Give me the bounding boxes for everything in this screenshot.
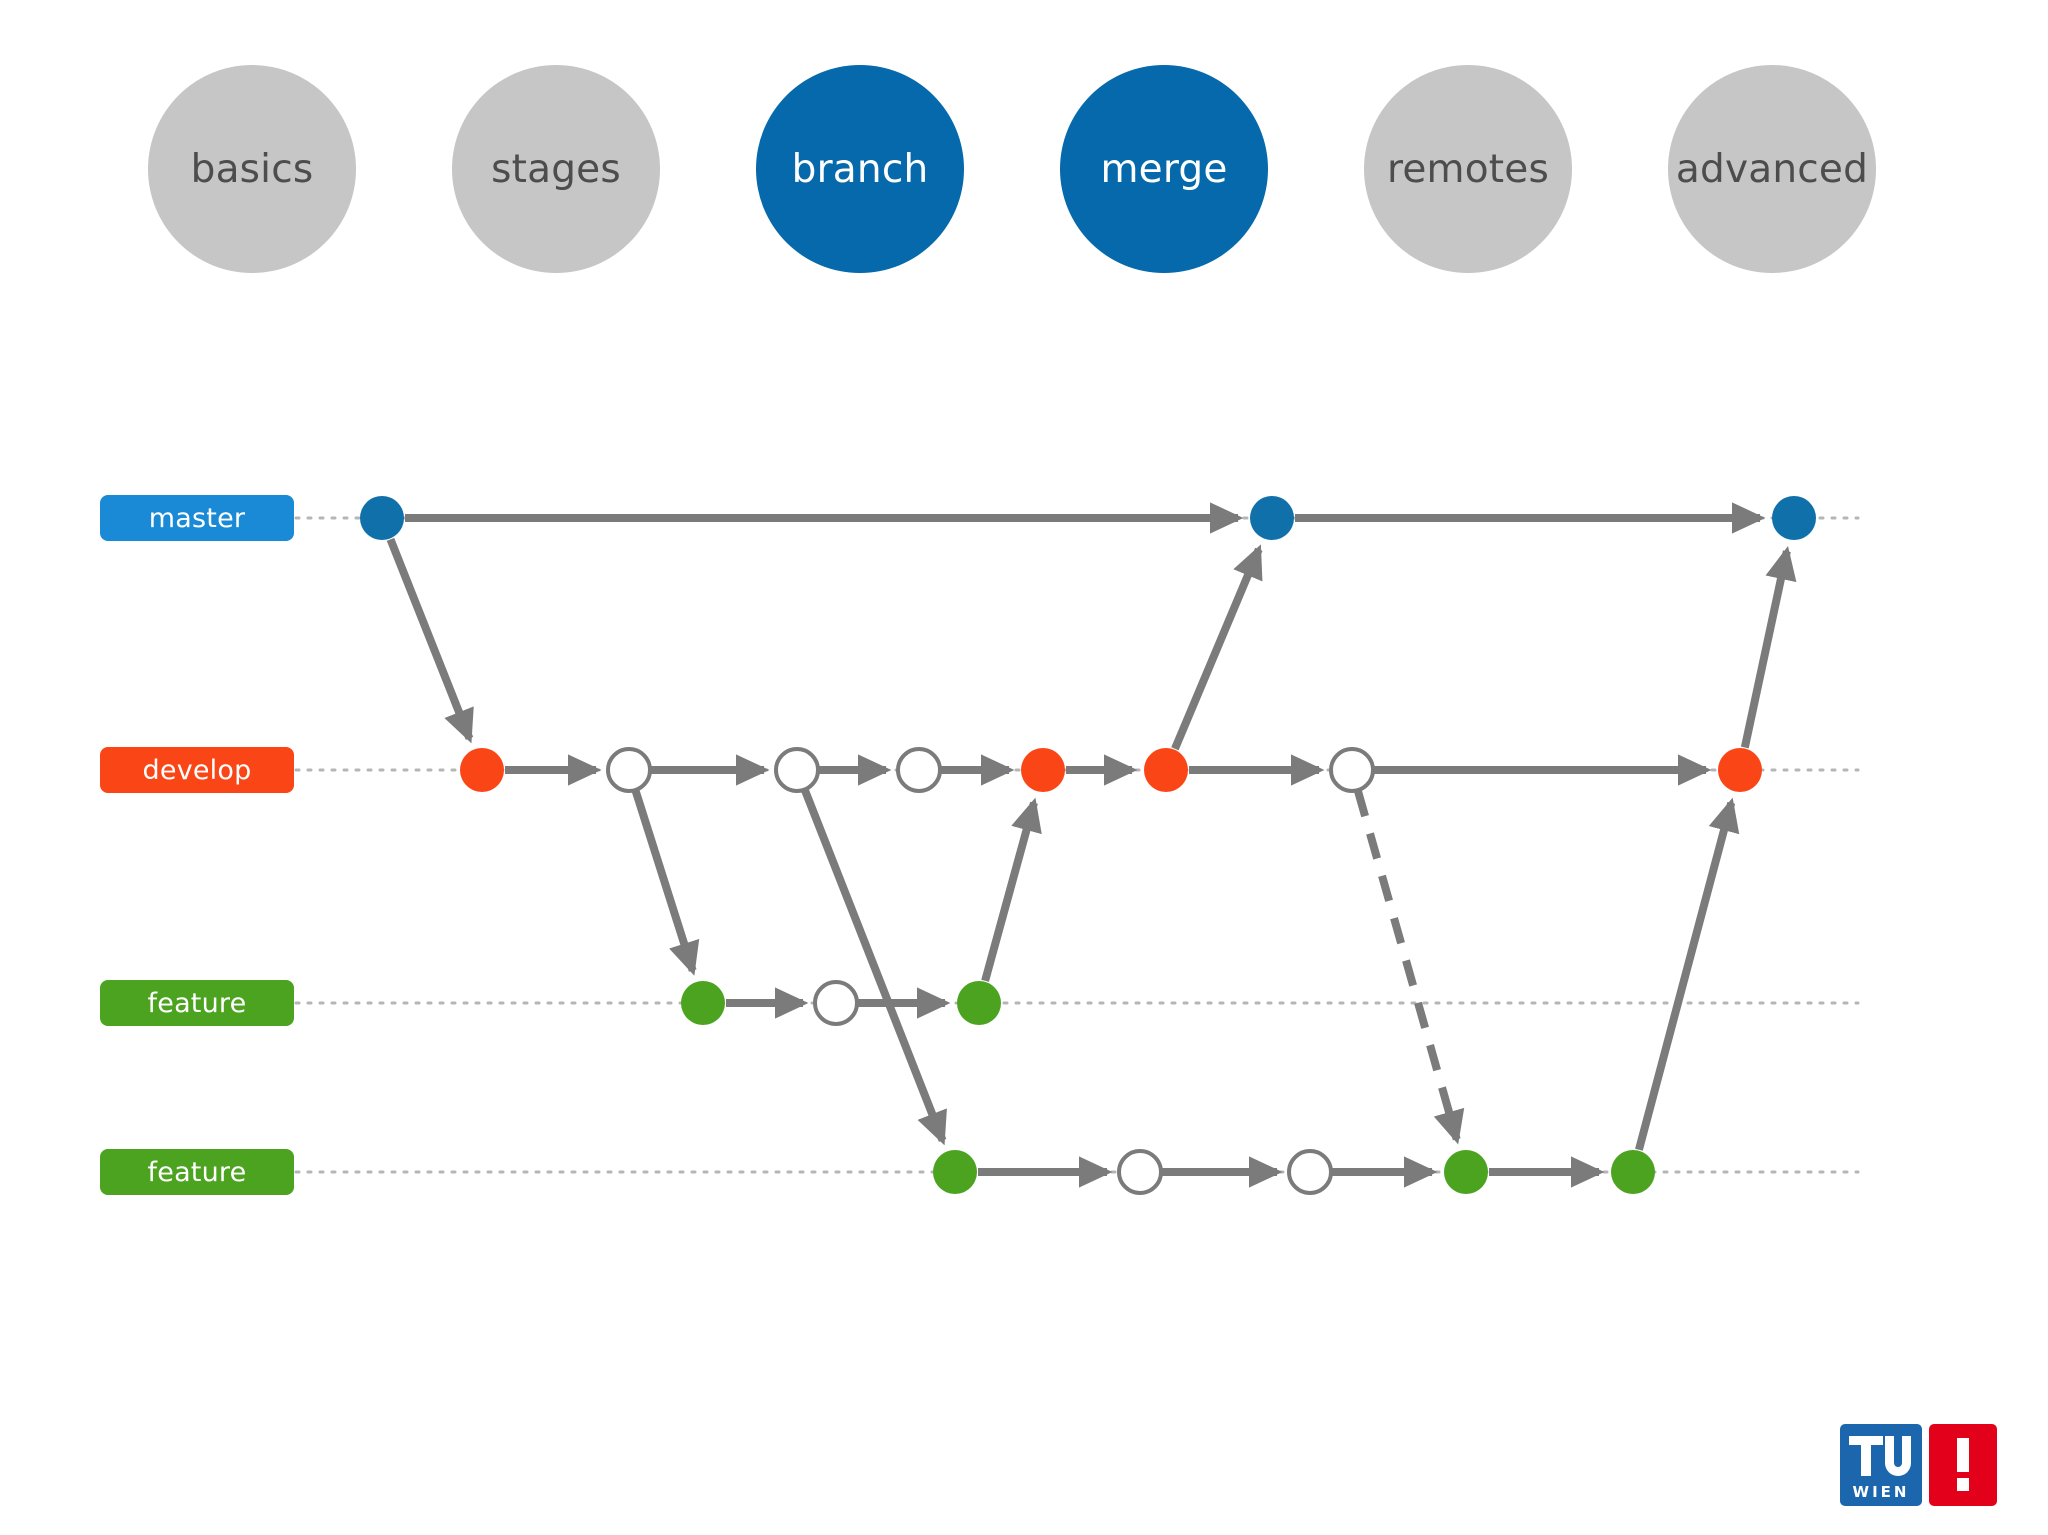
commit-node-f2a[interactable] bbox=[933, 1150, 977, 1194]
branch-pill-feature2[interactable]: feature bbox=[100, 1149, 294, 1195]
topic-bubble-stages[interactable]: stages bbox=[452, 65, 660, 273]
tu-wien-text: WIEN bbox=[1852, 1483, 1910, 1501]
edge-d3-to-f2a bbox=[801, 789, 947, 1146]
commit-node-f2b[interactable] bbox=[1117, 1149, 1163, 1195]
topic-bubble-branch[interactable]: branch bbox=[756, 65, 964, 273]
topic-bubble-advanced[interactable]: advanced bbox=[1668, 65, 1876, 273]
commit-node-f2c[interactable] bbox=[1287, 1149, 1333, 1195]
commit-node-d1[interactable] bbox=[460, 748, 504, 792]
commit-node-f1a[interactable] bbox=[681, 981, 725, 1025]
branch-pill-feature1[interactable]: feature bbox=[100, 980, 294, 1026]
tu-logo-blue-tile: WIEN bbox=[1840, 1424, 1922, 1506]
commit-node-d7[interactable] bbox=[1329, 747, 1375, 793]
topic-bubble-label: merge bbox=[1100, 146, 1228, 192]
edge-layer bbox=[386, 502, 1797, 1188]
topic-bubble-label: basics bbox=[190, 146, 314, 192]
lane-guides bbox=[294, 516, 1860, 1174]
edge-d2-to-f1a bbox=[631, 789, 700, 976]
topic-bubble-merge[interactable]: merge bbox=[1060, 65, 1268, 273]
tu-wien-logo: WIEN bbox=[1840, 1424, 2000, 1506]
commit-node-f1c[interactable] bbox=[957, 981, 1001, 1025]
edge-f1c-to-d5 bbox=[981, 797, 1042, 982]
topic-bubble-label: stages bbox=[491, 146, 621, 192]
edge-d6-to-m2 bbox=[1171, 544, 1263, 751]
branch-pill-master[interactable]: master bbox=[100, 495, 294, 541]
edge-m1-to-d1 bbox=[386, 537, 474, 744]
commit-node-d6[interactable] bbox=[1144, 748, 1188, 792]
edge-d7-to-f2d bbox=[1354, 790, 1465, 1145]
commit-node-d4[interactable] bbox=[896, 747, 942, 793]
commit-node-m3[interactable] bbox=[1772, 496, 1816, 540]
commit-node-m2[interactable] bbox=[1250, 496, 1294, 540]
topic-bubble-basics[interactable]: basics bbox=[148, 65, 356, 273]
commit-node-f2e[interactable] bbox=[1611, 1150, 1655, 1194]
edge-f2e-to-d8 bbox=[1635, 797, 1740, 1151]
topic-nav: basics stages branch merge remotes advanced bbox=[0, 0, 2048, 300]
exclamation-dot-icon bbox=[1957, 1478, 1969, 1491]
commit-node-m1[interactable] bbox=[360, 496, 404, 540]
commit-node-f2d[interactable] bbox=[1444, 1150, 1488, 1194]
node-layer bbox=[360, 496, 1816, 1195]
topic-bubble-label: remotes bbox=[1386, 146, 1550, 192]
branch-pill-develop[interactable]: develop bbox=[100, 747, 294, 793]
commit-node-f1b[interactable] bbox=[813, 980, 859, 1026]
tu-letter-u bbox=[1885, 1436, 1911, 1476]
commit-node-d5[interactable] bbox=[1021, 748, 1065, 792]
topic-bubble-label: branch bbox=[791, 146, 929, 192]
exclamation-bar-icon bbox=[1957, 1438, 1969, 1472]
commit-node-d8[interactable] bbox=[1718, 748, 1762, 792]
commit-node-d2[interactable] bbox=[606, 747, 652, 793]
topic-bubble-label: advanced bbox=[1675, 146, 1869, 192]
commit-node-d3[interactable] bbox=[774, 747, 820, 793]
tu-logo-red-tile bbox=[1929, 1424, 1997, 1506]
tu-letter-t-stem bbox=[1861, 1436, 1871, 1476]
edge-d8-to-m3 bbox=[1740, 545, 1797, 749]
topic-bubble-remotes[interactable]: remotes bbox=[1364, 65, 1572, 273]
